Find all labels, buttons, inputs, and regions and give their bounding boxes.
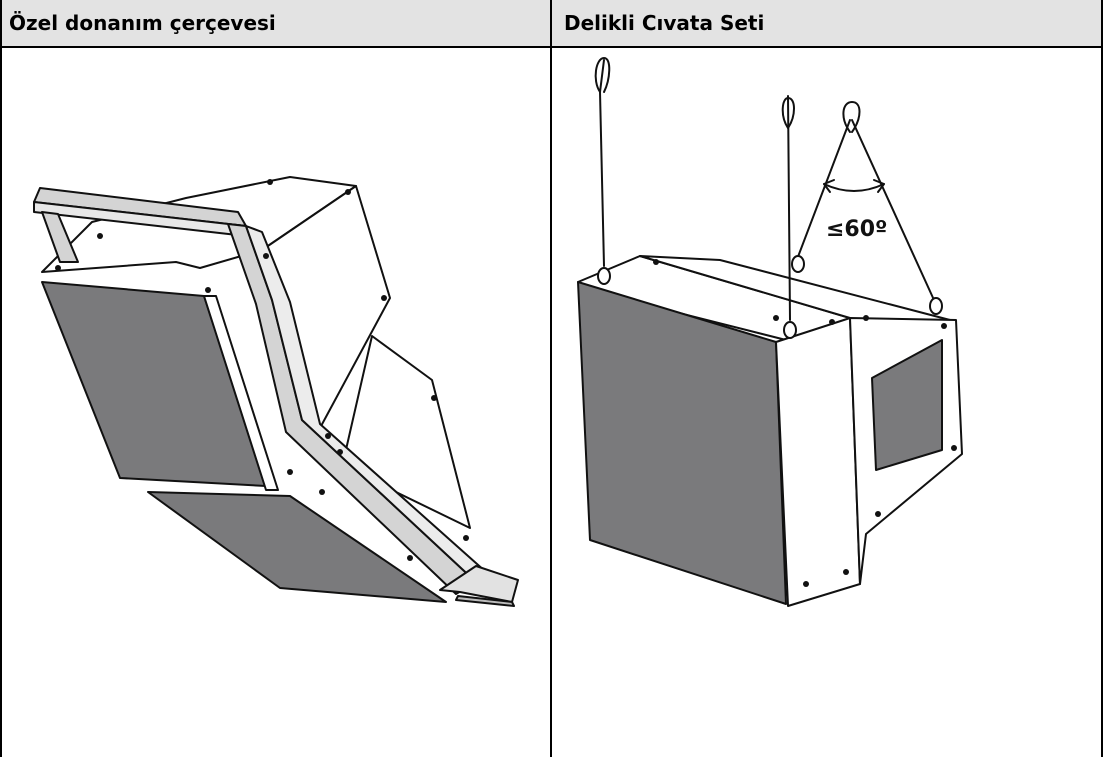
frame-left-leg (41, 211, 79, 263)
angle-arrow-left (823, 179, 835, 193)
table-right-rule (1101, 0, 1103, 757)
cable-right-loop (842, 101, 861, 133)
mounting-frame-illustration (33, 176, 519, 607)
eyebolt-kit-illustration: ≤60º (577, 57, 963, 607)
cable-right-a (795, 119, 851, 263)
cable-left-loop (594, 57, 611, 93)
header-cell-mounting-frame: Özel donanım çerçevesi (9, 11, 276, 35)
grille-border (203, 295, 279, 491)
frame-lower-support (439, 565, 519, 603)
cable-middle-loop (781, 97, 795, 129)
angle-label: ≤60º (826, 217, 887, 242)
bottom-grille (147, 491, 447, 603)
table-left-rule (0, 0, 2, 757)
header-cell-eyebolt-kit: Delikli Cıvata Seti (564, 11, 765, 35)
rear-grille (871, 339, 943, 471)
frame-end-cap (455, 595, 515, 607)
cell-eyebolt-kit: ≤60º (552, 48, 1102, 757)
angle-arrow-right (873, 179, 885, 193)
cable-left (599, 59, 605, 267)
column-divider-rule (550, 0, 552, 757)
cable-middle (787, 95, 791, 321)
front-grille (577, 281, 787, 605)
eyebolts (597, 255, 943, 339)
frame-screws (55, 179, 469, 561)
cabinet-side-face (775, 317, 861, 607)
cabinet-screws (653, 259, 957, 587)
angle-arc (823, 183, 885, 192)
cell-mounting-frame (0, 48, 550, 757)
cable-right-b (851, 119, 935, 301)
